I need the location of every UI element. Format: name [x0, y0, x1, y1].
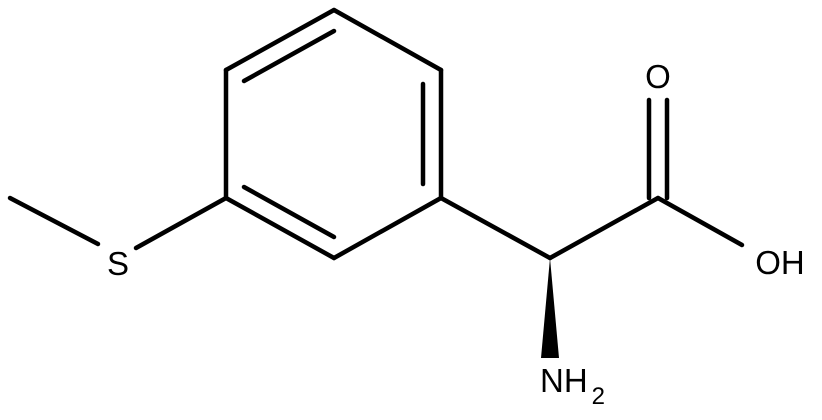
hydroxyl-label: OH [755, 244, 805, 281]
amine-label: NH 2 [540, 362, 605, 410]
amine-group: NH 2 [540, 258, 605, 410]
carbonyl-oxygen-label: O [645, 58, 671, 95]
methylthio-group: S [7, 195, 229, 282]
amine-subscript: 2 [592, 383, 605, 410]
amine-main-text: NH [540, 362, 588, 399]
benzene-ring [223, 7, 444, 261]
carbonyl-to-hydroxyl-bond [655, 195, 745, 248]
sulfur-atom-label: S [107, 245, 129, 282]
carboxylic-acid-group: O OH [438, 58, 805, 281]
ring-inner-bond-top-left [241, 28, 337, 84]
ring-to-sulfur-bond [133, 195, 229, 251]
sulfur-to-methyl-bond [7, 195, 101, 247]
alpha-to-carbonyl-bond [547, 195, 661, 261]
ring-bond-top-left [223, 7, 337, 73]
ring-bond-top-right [331, 7, 444, 73]
ring-bond-bottom-left [223, 195, 337, 261]
stereo-wedge-bond [541, 258, 559, 358]
ring-bond-bottom-right [331, 195, 444, 261]
ring-to-alpha-carbon-bond [438, 195, 553, 261]
ring-inner-bond-bottom-left [241, 184, 337, 240]
